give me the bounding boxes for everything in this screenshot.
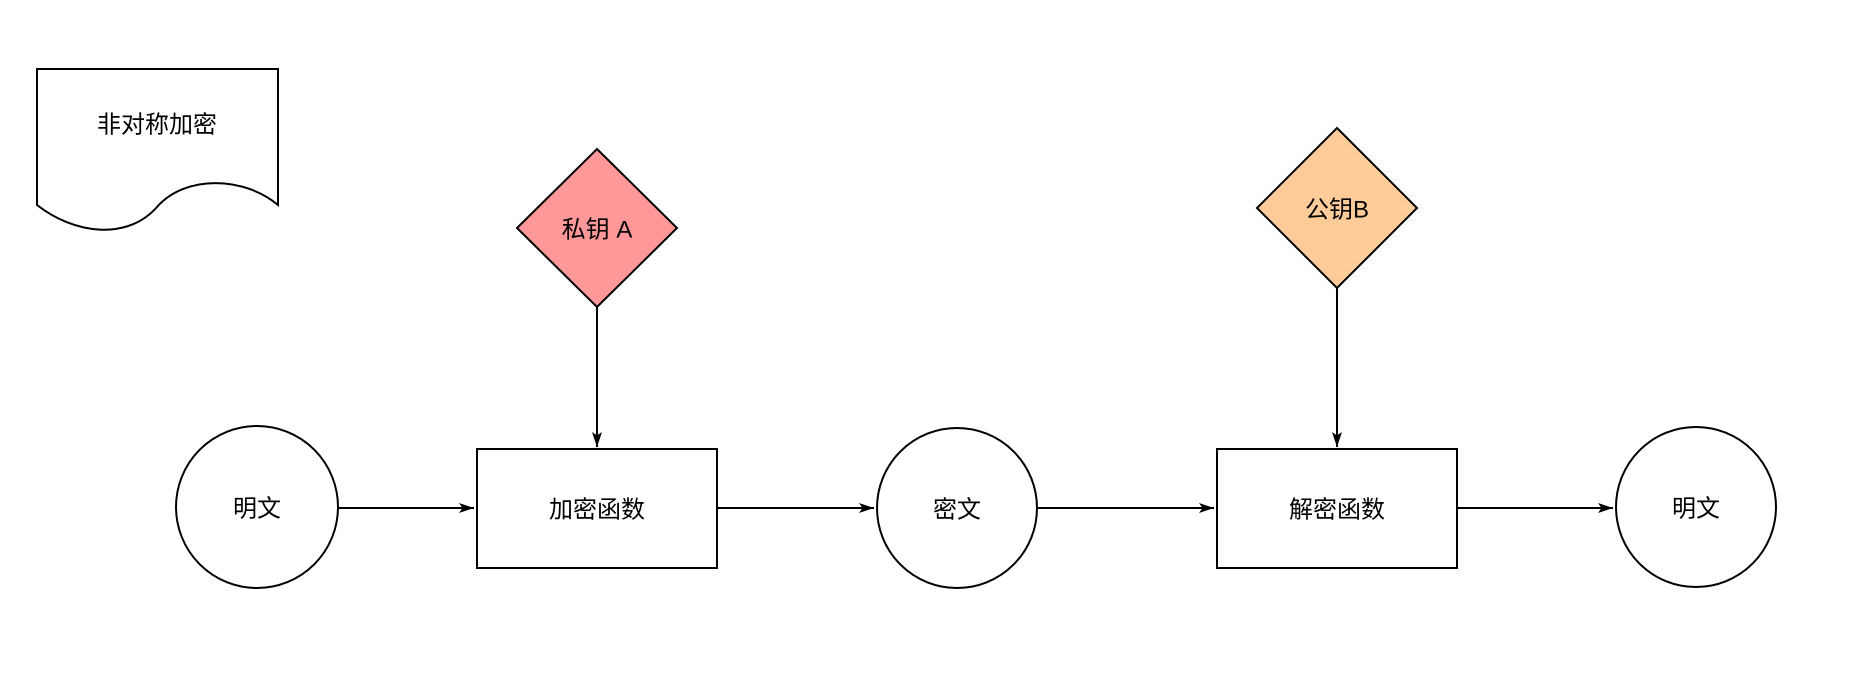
plaintext-source-circle — [175, 425, 339, 589]
document-shape — [36, 68, 279, 231]
note-title: 非对称加密 — [36, 68, 279, 231]
note-title-label: 非对称加密 — [97, 111, 217, 138]
ciphertext-circle — [876, 427, 1038, 589]
node-ciphertext: 密文 — [876, 427, 1038, 589]
node-decrypt-function: 解密函数 — [1216, 448, 1458, 569]
node-public-key-b: 公钥B — [1255, 126, 1419, 290]
encrypt-function-rect — [476, 448, 718, 569]
ciphertext-label: 密文 — [933, 496, 981, 523]
node-plaintext-source: 明文 — [175, 425, 339, 589]
decrypt-function-label: 解密函数 — [1289, 496, 1385, 523]
edge-layer — [338, 288, 1613, 513]
node-plaintext-result: 明文 — [1615, 426, 1777, 588]
plaintext-source-label: 明文 — [233, 495, 281, 522]
private-key-diamond — [515, 147, 679, 309]
node-private-key-a: 私钥 A — [515, 147, 679, 309]
decrypt-function-rect — [1216, 448, 1458, 569]
public-key-diamond — [1255, 126, 1419, 290]
encrypt-function-label: 加密函数 — [549, 496, 645, 523]
plaintext-result-circle — [1615, 426, 1777, 588]
plaintext-result-label: 明文 — [1672, 495, 1720, 522]
public-key-label: 公钥B — [1305, 196, 1369, 223]
node-encrypt-function: 加密函数 — [476, 448, 718, 569]
private-key-label: 私钥 A — [562, 216, 633, 243]
